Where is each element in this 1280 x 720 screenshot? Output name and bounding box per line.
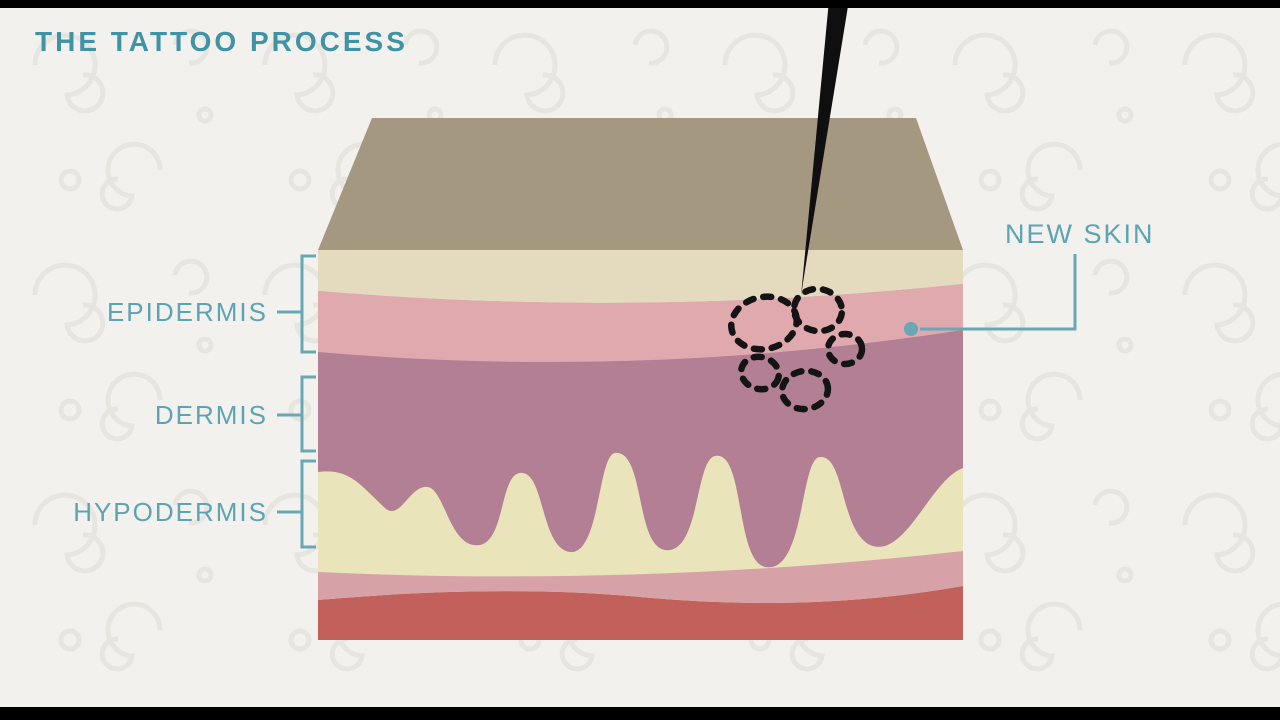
label-epidermis: EPIDERMIS	[106, 297, 268, 327]
dermis-bracket	[277, 375, 316, 453]
tattoo-needle	[801, 0, 849, 296]
label-dermis: DERMIS	[154, 400, 268, 430]
layer-base-red	[318, 586, 963, 640]
letterbox-top	[0, 0, 1280, 8]
layer-lower-pink	[318, 551, 963, 603]
label-new-skin: NEW SKIN	[1005, 219, 1155, 249]
skin-top-face	[318, 118, 963, 250]
ink-particle-clusters	[728, 285, 866, 413]
epidermis-bracket	[277, 254, 316, 354]
page-title: THE TATTOO PROCESS	[35, 26, 408, 57]
label-hypodermis: HYPODERMIS	[73, 497, 268, 527]
hypodermis-bracket	[277, 459, 316, 549]
new-skin-pointer-line	[920, 254, 1077, 331]
skin-front-face	[318, 250, 963, 640]
new-skin-dot-marker	[904, 322, 918, 336]
letterbox-bottom	[0, 707, 1280, 720]
layer-epidermis-pink	[318, 284, 963, 363]
